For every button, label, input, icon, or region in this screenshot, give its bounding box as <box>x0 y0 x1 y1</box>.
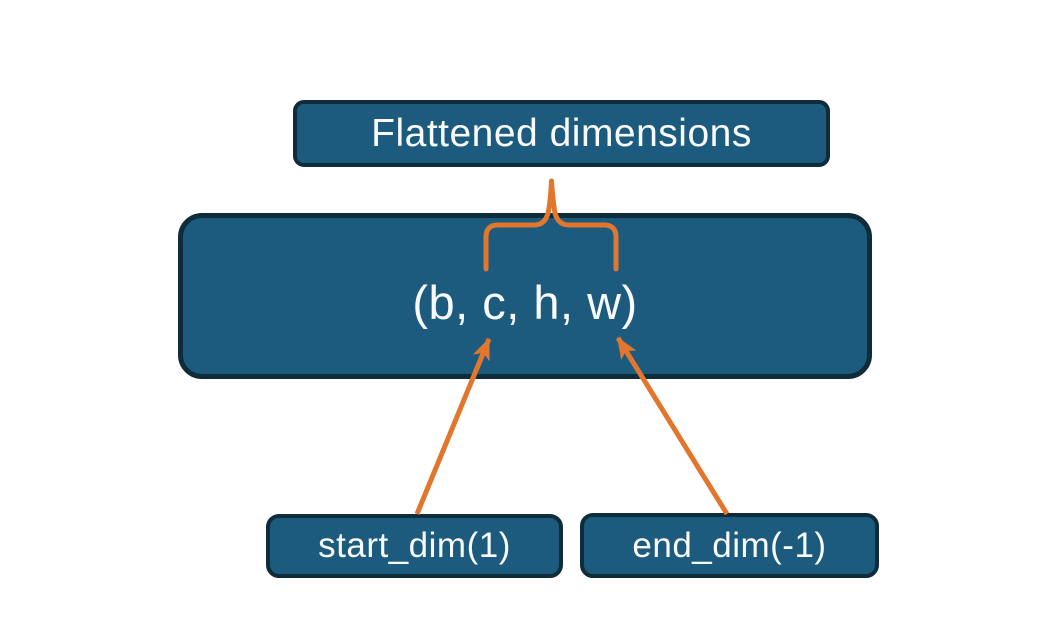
flattened-dimensions-label: Flattened dimensions <box>371 111 752 155</box>
end-dim-box: end_dim(-1) <box>580 513 879 578</box>
tensor-shape-box: (b, c, h, w) <box>178 213 872 379</box>
start-dim-label: start_dim(1) <box>318 526 511 565</box>
end-dim-label: end_dim(-1) <box>632 525 827 565</box>
start-dim-box: start_dim(1) <box>266 514 563 578</box>
flattened-dimensions-box: Flattened dimensions <box>293 100 830 167</box>
tensor-shape-label: (b, c, h, w) <box>412 275 638 329</box>
